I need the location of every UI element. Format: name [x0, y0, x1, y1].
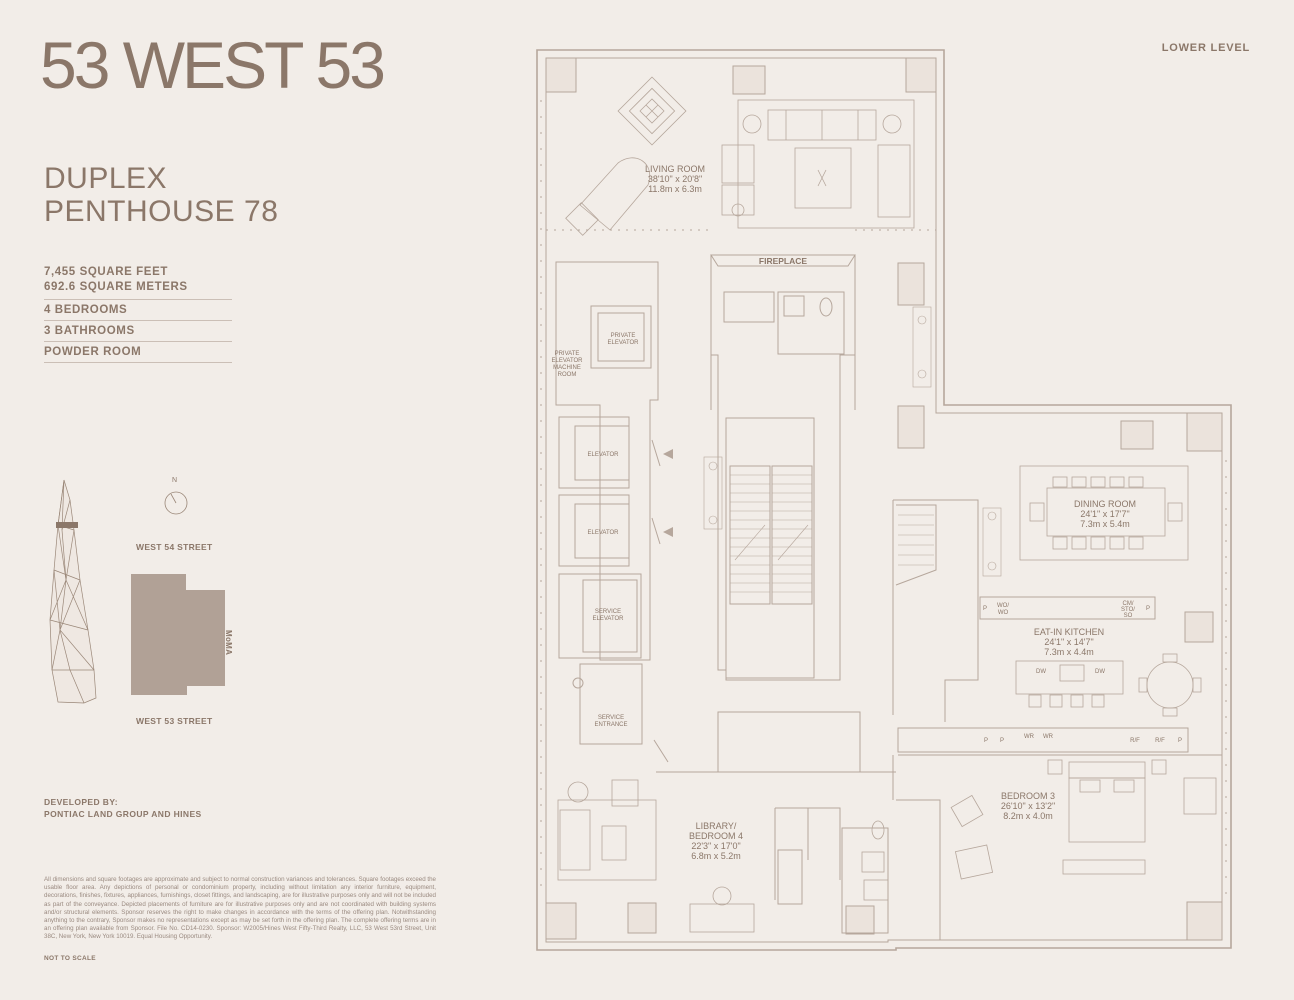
brand-title: 53 WEST 53 — [40, 28, 386, 102]
bathrooms-fact: 3 BATHROOMS — [44, 321, 232, 342]
street-north: WEST 54 STREET — [136, 542, 213, 552]
private-elevator-label-2: ELEVATOR — [607, 340, 639, 346]
outer-wall — [536, 49, 1232, 951]
fireplace-label: FIREPLACE — [759, 256, 808, 266]
cm-label-3: SO — [1124, 613, 1133, 619]
refrigerator-2-label: R/F — [1155, 738, 1165, 744]
site-plot — [131, 574, 225, 695]
bedroom3-dim-metric: 8.2m x 4.0m — [1003, 811, 1053, 821]
living-room-dim-metric: 11.8m x 6.3m — [648, 184, 702, 194]
game-table-icon — [617, 76, 687, 146]
service-entrance-label-2: ENTRANCE — [594, 722, 627, 728]
unit-title-line2: PENTHOUSE 78 — [44, 195, 279, 228]
elevator-arrows-icon — [663, 449, 673, 537]
wall-oven-label-2: WO — [998, 610, 1009, 616]
machine-room-label-1: PRIVATE — [555, 351, 580, 357]
legal-disclaimer: All dimensions and square footages are a… — [44, 876, 436, 941]
wine-fridge-2-label: WR — [1043, 734, 1054, 740]
unit-title: DUPLEX PENTHOUSE 78 — [44, 162, 278, 228]
library-dim-metric: 6.8m x 5.2m — [691, 851, 741, 861]
kitchen-dim-imperial: 24'1" x 14'7" — [1044, 637, 1093, 647]
refrigerator-1-label: R/F — [1130, 738, 1140, 744]
pantry-label-2: P — [1146, 606, 1150, 612]
library-furniture-icon — [557, 779, 755, 933]
kitchen-dim-metric: 7.3m x 4.4m — [1044, 647, 1094, 657]
pantry-label-3: P — [984, 738, 988, 744]
living-room-label: LIVING ROOM — [645, 164, 705, 174]
developer-name: PONTIAC LAND GROUP AND HINES — [44, 809, 202, 819]
north-label: N — [172, 477, 178, 484]
service-elevator-label-1: SERVICE — [595, 609, 621, 615]
wall-oven-label-1: WO/ — [997, 603, 1009, 609]
not-to-scale-note: NOT TO SCALE — [44, 955, 96, 962]
dishwasher-1-label: DW — [1036, 669, 1046, 675]
elevator-1-label: ELEVATOR — [587, 452, 619, 458]
level-label: LOWER LEVEL — [1161, 42, 1250, 54]
street-south: WEST 53 STREET — [136, 716, 213, 726]
area-sqft: 7,455 SQUARE FEET — [44, 266, 168, 278]
pantry-label-5: P — [1178, 738, 1182, 744]
north-arrow-icon — [164, 491, 188, 515]
outlet-icons — [703, 306, 1002, 577]
area-fact: 7,455 SQUARE FEET 692.6 SQUARE METERS — [44, 265, 232, 300]
area-sqm: 692.6 SQUARE METERS — [44, 281, 188, 293]
service-elevator-label-2: ELEVATOR — [592, 616, 624, 622]
dishwasher-2-label: DW — [1095, 669, 1105, 675]
unit-title-line1: DUPLEX — [44, 162, 168, 195]
machine-room-label-4: ROOM — [558, 372, 577, 378]
private-elevator-label-1: PRIVATE — [611, 333, 636, 339]
bedroom3-label: BEDROOM 3 — [1001, 791, 1055, 801]
library-dim-imperial: 22'3" x 17'0" — [691, 841, 740, 851]
kitchen-label: EAT-IN KITCHEN — [1034, 627, 1104, 637]
dining-room-dim-imperial: 24'1" x 17'7" — [1080, 509, 1129, 519]
elevator-2-label: ELEVATOR — [587, 530, 619, 536]
pantry-label: P — [983, 606, 987, 612]
powder-room-fact: POWDER ROOM — [44, 342, 232, 363]
dining-room-label: DINING ROOM — [1074, 499, 1136, 509]
machine-room-label-2: ELEVATOR — [551, 358, 583, 364]
living-seating-icon — [721, 99, 915, 229]
library-label-2: BEDROOM 4 — [689, 831, 743, 841]
piano-icon — [565, 157, 651, 236]
cm-label-2: STO/ — [1121, 607, 1135, 613]
bed-icon — [950, 759, 1217, 880]
developer-label: DEVELOPED BY: — [44, 797, 118, 807]
wine-fridge-1-label: WR — [1024, 734, 1035, 740]
site-map — [49, 479, 225, 704]
bathroom-fixtures-icon — [861, 820, 889, 901]
library-label-1: LIBRARY/ — [696, 821, 737, 831]
tower-silhouette-icon — [49, 479, 97, 704]
dining-table-icon — [1019, 465, 1189, 561]
kitchen-island-icon — [1015, 653, 1202, 717]
bedrooms-fact: 4 BEDROOMS — [44, 300, 232, 321]
living-room-dim-imperial: 38'10" x 20'8" — [648, 174, 702, 184]
pantry-label-4: P — [1000, 738, 1004, 744]
unit-facts: 7,455 SQUARE FEET 692.6 SQUARE METERS 4 … — [44, 265, 232, 363]
developer-credit: DEVELOPED BY: PONTIAC LAND GROUP AND HIN… — [44, 796, 202, 820]
bedroom3-dim-imperial: 26'10" x 13'2" — [1001, 801, 1055, 811]
dining-room-dim-metric: 7.3m x 5.4m — [1080, 519, 1130, 529]
service-entrance-label-1: SERVICE — [598, 715, 624, 721]
machine-room-label-3: MACHINE — [553, 365, 581, 371]
cm-label-1: CM/ — [1123, 601, 1134, 607]
